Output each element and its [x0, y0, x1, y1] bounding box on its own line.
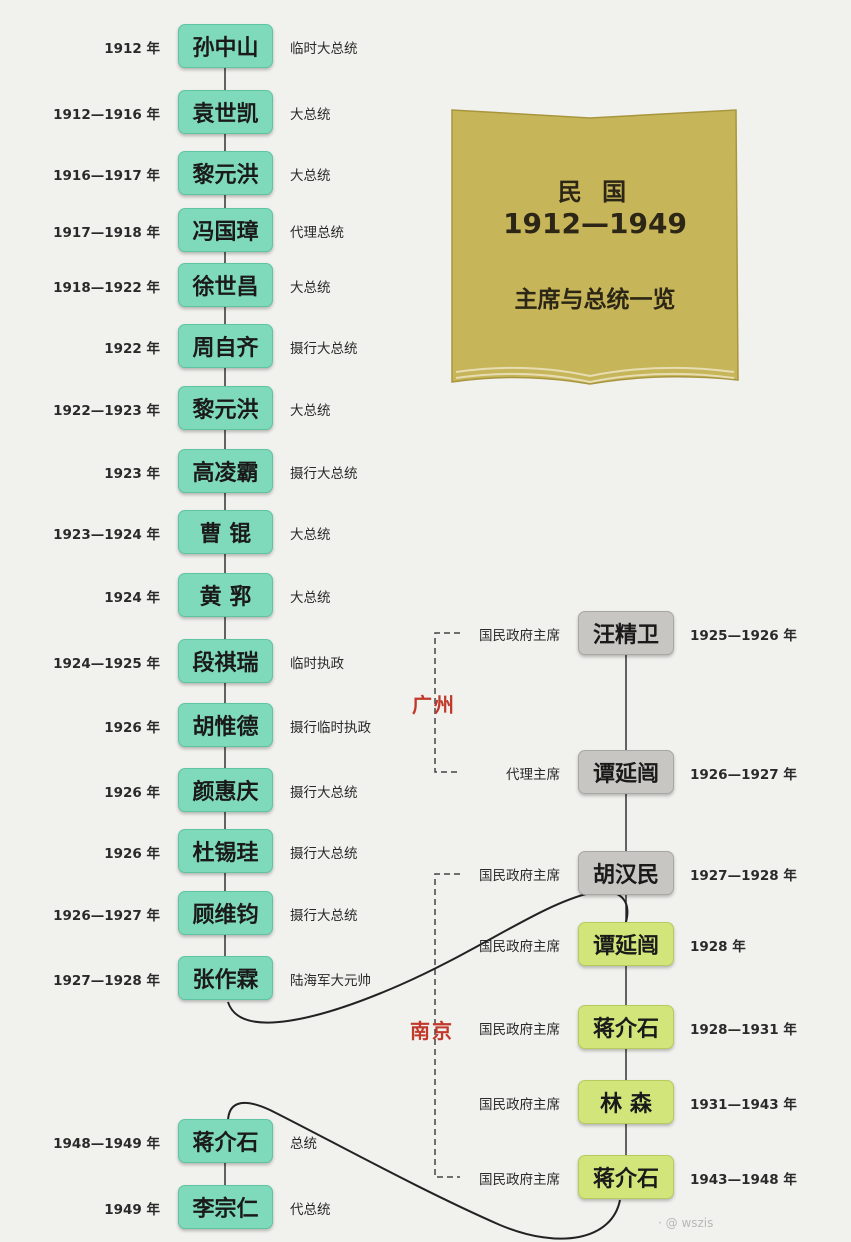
term-years: 1926—1927 年 [690, 767, 797, 783]
office-title: 国民政府主席 [479, 1172, 560, 1188]
office-title: 国民政府主席 [479, 1022, 560, 1038]
chairman-node: 胡汉民 [578, 851, 674, 895]
chairman-node: 谭延闿 [578, 922, 674, 966]
book-title-line2: 1912—1949 [503, 207, 687, 240]
office-title: 陆海军大元帅 [290, 973, 371, 989]
office-title: 大总统 [290, 527, 331, 543]
office-title: 大总统 [290, 168, 331, 184]
region-label-nanjing: 南京 [410, 1019, 454, 1043]
president-node: 孙中山 [178, 24, 273, 68]
office-title: 临时执政 [290, 656, 344, 672]
president-node: 杜锡珪 [178, 829, 273, 873]
term-years: 1927—1928 年 [53, 973, 160, 989]
office-title: 国民政府主席 [479, 868, 560, 884]
chairman-node: 谭延闿 [578, 750, 674, 794]
term-years: 1924 年 [104, 590, 160, 606]
term-years: 1949 年 [104, 1202, 160, 1218]
president-node: 黄 郛 [178, 573, 273, 617]
president-node: 顾维钧 [178, 891, 273, 935]
office-title: 摄行大总统 [290, 846, 358, 862]
term-years: 1912 年 [104, 41, 160, 57]
term-years: 1948—1949 年 [53, 1136, 160, 1152]
term-years: 1916—1917 年 [53, 168, 160, 184]
office-title: 代理总统 [290, 225, 344, 241]
office-title: 大总统 [290, 107, 331, 123]
president-node: 颜惠庆 [178, 768, 273, 812]
president-node: 黎元洪 [178, 386, 273, 430]
office-title: 总统 [290, 1136, 317, 1152]
office-title: 大总统 [290, 280, 331, 296]
office-title: 摄行大总统 [290, 341, 358, 357]
chairman-node: 蒋介石 [578, 1005, 674, 1049]
office-title: 代总统 [290, 1202, 331, 1218]
president-node: 冯国璋 [178, 208, 273, 252]
president-node: 黎元洪 [178, 151, 273, 195]
transition-curve-2 [227, 1101, 621, 1240]
term-years: 1922—1923 年 [53, 403, 160, 419]
region-label-guangzhou: 广州 [412, 693, 456, 717]
president-node: 周自齐 [178, 324, 273, 368]
transition-curve-1 [227, 890, 629, 1024]
guangzhou-bracket [434, 632, 460, 773]
office-title: 大总统 [290, 590, 331, 606]
term-years: 1926 年 [104, 720, 160, 736]
term-years: 1928 年 [690, 939, 746, 955]
term-years: 1927—1928 年 [690, 868, 797, 884]
president-node: 徐世昌 [178, 263, 273, 307]
term-years: 1926—1927 年 [53, 908, 160, 924]
term-years: 1925—1926 年 [690, 628, 797, 644]
term-years: 1912—1916 年 [53, 107, 160, 123]
term-years: 1931—1943 年 [690, 1097, 797, 1113]
chairman-node: 林 森 [578, 1080, 674, 1124]
president-node: 袁世凯 [178, 90, 273, 134]
term-years: 1922 年 [104, 341, 160, 357]
term-years: 1924—1925 年 [53, 656, 160, 672]
book-title-line1: 民 国 [557, 178, 633, 206]
office-title: 摄行大总统 [290, 466, 358, 482]
term-years: 1926 年 [104, 785, 160, 801]
office-title: 国民政府主席 [479, 1097, 560, 1113]
president-node: 段祺瑞 [178, 639, 273, 683]
office-title: 摄行大总统 [290, 785, 358, 801]
term-years: 1943—1948 年 [690, 1172, 797, 1188]
president-node: 蒋介石 [178, 1119, 273, 1163]
office-title: 临时大总统 [290, 41, 358, 57]
term-years: 1923 年 [104, 466, 160, 482]
term-years: 1926 年 [104, 846, 160, 862]
president-node: 曹 锟 [178, 510, 273, 554]
chairman-node: 汪精卫 [578, 611, 674, 655]
nanjing-bracket [434, 873, 460, 1178]
office-title: 大总统 [290, 403, 331, 419]
president-node: 李宗仁 [178, 1185, 273, 1229]
president-node: 张作霖 [178, 956, 273, 1000]
book-title-line3: 主席与总统一览 [514, 287, 676, 313]
office-title: 摄行临时执政 [290, 720, 371, 736]
watermark: · @ wszis [658, 1216, 714, 1230]
office-title: 国民政府主席 [479, 939, 560, 955]
term-years: 1917—1918 年 [53, 225, 160, 241]
term-years: 1918—1922 年 [53, 280, 160, 296]
president-node: 高凌霸 [178, 449, 273, 493]
president-node: 胡惟德 [178, 703, 273, 747]
office-title: 代理主席 [506, 767, 560, 783]
term-years: 1923—1924 年 [53, 527, 160, 543]
book-illustration [451, 109, 739, 385]
chairman-node: 蒋介石 [578, 1155, 674, 1199]
office-title: 国民政府主席 [479, 628, 560, 644]
term-years: 1928—1931 年 [690, 1022, 797, 1038]
office-title: 摄行大总统 [290, 908, 358, 924]
